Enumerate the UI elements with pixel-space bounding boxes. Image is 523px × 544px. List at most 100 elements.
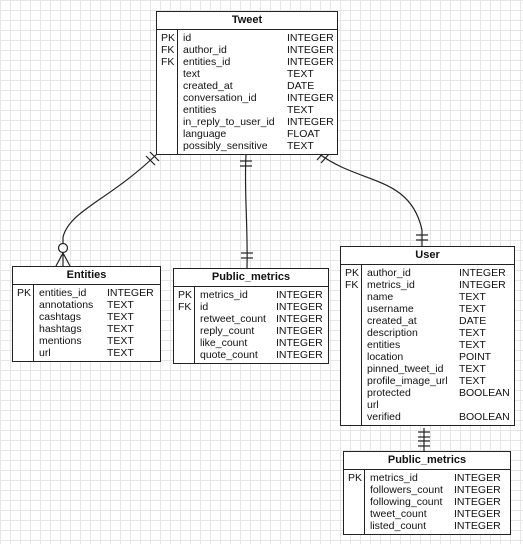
- column-type-cell: TEXT: [107, 323, 134, 335]
- column-type-cell: TEXT: [287, 140, 314, 152]
- column-name-cell: tweet_count: [370, 508, 427, 520]
- rel-tweet-entities-circle: [57, 242, 69, 254]
- column-name-cell: reply_count: [200, 325, 255, 337]
- column-type-cell: TEXT: [459, 327, 486, 339]
- column-type-cell: INTEGER: [276, 301, 323, 313]
- column-name-cell: entities_id: [39, 287, 87, 299]
- column-key-cell: [348, 520, 364, 532]
- column-type-cell: INTEGER: [276, 325, 323, 337]
- column-key-cell: [345, 363, 361, 375]
- column-key-cell: [345, 387, 361, 399]
- column-name-cell: metrics_id: [367, 279, 415, 291]
- column-key-cell: [348, 484, 364, 496]
- column-type-cell: INTEGER: [287, 44, 334, 56]
- column-key-cell: FK: [161, 44, 175, 56]
- column-key-cell: [178, 325, 194, 337]
- column-type-cell: INTEGER: [287, 116, 334, 128]
- table-title: Public_metrics: [174, 269, 328, 287]
- column-name-cell: entities: [183, 104, 217, 116]
- column-key-cell: [161, 116, 177, 128]
- column-name-cell: author_id: [367, 267, 411, 279]
- column-key-cell: [17, 311, 33, 323]
- column-key-cell: [345, 411, 361, 423]
- column-name-cell: pinned_tweet_id: [367, 363, 444, 375]
- column-name-cell: text: [183, 68, 200, 80]
- column-key-cell: [345, 375, 361, 387]
- column-name-cell: author_id: [183, 44, 227, 56]
- column-name-cell: location: [367, 351, 404, 363]
- column-key-cell: [17, 335, 33, 347]
- column-type-cell: INTEGER: [276, 289, 323, 301]
- column-key-cell: [17, 347, 33, 359]
- column-type-cell: TEXT: [459, 291, 486, 303]
- column-name-cell: description: [367, 327, 418, 339]
- column-name-cell: metrics_id: [200, 289, 248, 301]
- column-key-cell: [161, 68, 177, 80]
- column-name-cell: entities: [367, 339, 401, 351]
- column-key-cell: [161, 128, 177, 140]
- rel-tweet-entities-crow1: [55, 252, 64, 267]
- column-name-cell: followers_count: [370, 484, 443, 496]
- column-key-cell: FK: [345, 279, 359, 291]
- column-name-cell: verified: [367, 411, 401, 423]
- column-key-cell: [348, 496, 364, 508]
- rel-tweet-entities-bar2: [149, 151, 160, 162]
- column-type-cell: INTEGER: [287, 92, 334, 104]
- column-key-cell: [345, 351, 361, 363]
- column-type-cell: TEXT: [107, 335, 134, 347]
- rel-tweet-entities: [62, 152, 159, 238]
- column-key-cell: [178, 313, 194, 325]
- rel-tweet-user: [317, 152, 423, 246]
- column-key-cell: PK: [17, 287, 32, 299]
- table-title: Entities: [13, 267, 160, 285]
- column-key-cell: [161, 80, 177, 92]
- column-name-cell: metrics_id: [370, 472, 418, 484]
- column-name-cell: created_at: [183, 80, 233, 92]
- column-key-cell: PK: [348, 472, 363, 484]
- rel-tweet-user-bar2: [320, 153, 330, 164]
- column-name-cell: entities_id: [183, 56, 231, 68]
- column-type-cell: DATE: [459, 315, 487, 327]
- column-type-cell: TEXT: [459, 375, 486, 387]
- column-type-cell: TEXT: [287, 104, 314, 116]
- column-type-cell: BOOLEAN: [459, 411, 510, 423]
- column-name-cell: id: [200, 301, 209, 313]
- column-name-cell: name: [367, 291, 394, 303]
- column-key-cell: PK: [178, 289, 193, 301]
- column-name-cell: mentions: [39, 335, 82, 347]
- column-key-cell: [345, 339, 361, 351]
- column-name-cell: like_count: [200, 337, 248, 349]
- column-type-cell: INTEGER: [454, 508, 501, 520]
- table-title: User: [341, 247, 514, 265]
- column-name-cell: created_at: [367, 315, 417, 327]
- column-type-cell: INTEGER: [107, 287, 154, 299]
- column-type-cell: INTEGER: [459, 267, 506, 279]
- column-key-cell: [345, 399, 361, 411]
- column-type-cell: INTEGER: [454, 520, 501, 532]
- column-type-cell: INTEGER: [287, 56, 334, 68]
- column-type-cell: TEXT: [107, 311, 134, 323]
- column-type-cell: TEXT: [459, 303, 486, 315]
- column-key-cell: [161, 140, 177, 152]
- column-type-cell: [459, 399, 510, 411]
- column-type-cell: DATE: [287, 80, 315, 92]
- column-key-cell: [161, 104, 177, 116]
- column-key-cell: PK: [345, 267, 360, 279]
- column-type-cell: INTEGER: [276, 349, 323, 361]
- column-name-cell: language: [183, 128, 227, 140]
- column-name-cell: in_reply_to_user_id: [183, 116, 275, 128]
- column-name-cell: listed_count: [370, 520, 427, 532]
- column-type-cell: FLOAT: [287, 128, 321, 140]
- column-key-cell: [178, 337, 194, 349]
- column-type-cell: TEXT: [107, 347, 134, 359]
- column-key-cell: [348, 508, 364, 520]
- column-key-cell: [345, 315, 361, 327]
- column-key-cell: [17, 299, 33, 311]
- column-name-cell: username: [367, 303, 414, 315]
